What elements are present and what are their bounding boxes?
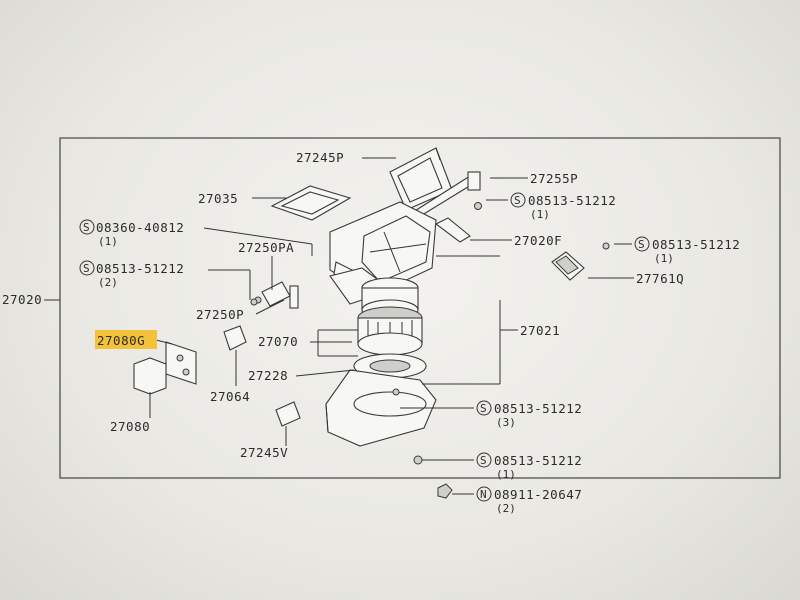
label-27250pa: 27250PA bbox=[238, 240, 294, 255]
svg-text:S: S bbox=[83, 221, 90, 234]
filter-lid-27245p bbox=[389, 147, 453, 211]
svg-text:(3): (3) bbox=[496, 416, 516, 429]
svg-text:(1): (1) bbox=[496, 468, 516, 481]
label-27250p: 27250P bbox=[196, 307, 244, 322]
label-27245v: 27245V bbox=[240, 445, 288, 460]
svg-text:08513-51212: 08513-51212 bbox=[528, 193, 616, 208]
label-27070: 27070 bbox=[258, 334, 298, 349]
svg-text:08911-20647: 08911-20647 bbox=[494, 487, 582, 502]
svg-text:08360-40812: 08360-40812 bbox=[96, 220, 184, 235]
svg-text:08513-51212: 08513-51212 bbox=[494, 453, 582, 468]
screw-c bbox=[392, 388, 400, 396]
connector-27064 bbox=[223, 325, 247, 351]
svg-text:08513-51212: 08513-51212 bbox=[494, 401, 582, 416]
label-27080g: 27080G bbox=[97, 333, 145, 348]
diagram-frame bbox=[59, 137, 781, 479]
bolt-callout-1: S 08360-40812 (1) bbox=[79, 219, 184, 248]
svg-text:08513-51212: 08513-51212 bbox=[652, 237, 740, 252]
highlight-27080g bbox=[95, 330, 157, 349]
lower-case bbox=[325, 369, 437, 447]
svg-text:(1): (1) bbox=[530, 208, 550, 221]
svg-text:N: N bbox=[480, 488, 487, 501]
resistor-27761q bbox=[551, 242, 610, 281]
filter-27035 bbox=[270, 185, 352, 221]
screw-a bbox=[474, 202, 482, 210]
bolt-callout-4: S 08513-51212 (1) bbox=[634, 236, 740, 265]
screw-d bbox=[413, 455, 423, 465]
svg-text:S: S bbox=[480, 454, 487, 467]
bolt-callout-2: S 08513-51212 (2) bbox=[79, 260, 184, 289]
label-27035: 27035 bbox=[198, 191, 238, 206]
clip-27245v bbox=[275, 401, 301, 427]
label-27064: 27064 bbox=[210, 389, 250, 404]
svg-text:S: S bbox=[514, 194, 521, 207]
screw-b bbox=[250, 298, 258, 306]
fan-motor-27070 bbox=[357, 277, 423, 356]
svg-text:S: S bbox=[638, 238, 645, 251]
label-27020f: 27020F bbox=[514, 233, 562, 248]
svg-text:S: S bbox=[83, 262, 90, 275]
label-27021: 27021 bbox=[520, 323, 560, 338]
label-27020: 27020 bbox=[2, 292, 42, 307]
label-27255p: 27255P bbox=[530, 171, 578, 186]
bracket-27020f bbox=[434, 217, 471, 243]
bracket-27080 bbox=[133, 341, 197, 395]
label-27761q: 27761Q bbox=[636, 271, 684, 286]
svg-text:08513-51212: 08513-51212 bbox=[96, 261, 184, 276]
bolt-callout-6: S 08513-51212 (1) bbox=[476, 452, 582, 481]
plate-27228 bbox=[353, 353, 427, 379]
svg-text:(1): (1) bbox=[98, 235, 118, 248]
bolt-callout-5: S 08513-51212 (3) bbox=[476, 400, 582, 429]
label-27080: 27080 bbox=[110, 419, 150, 434]
label-27228: 27228 bbox=[248, 368, 288, 383]
intake-housing bbox=[329, 201, 437, 305]
svg-text:(2): (2) bbox=[98, 276, 118, 289]
label-27245p: 27245P bbox=[296, 150, 344, 165]
nut-callout: N 08911-20647 (2) bbox=[476, 486, 582, 515]
nut bbox=[437, 483, 453, 499]
svg-text:(2): (2) bbox=[496, 502, 516, 515]
svg-text:S: S bbox=[480, 402, 487, 415]
bolt-callout-3: S 08513-51212 (1) bbox=[510, 192, 616, 221]
svg-text:(1): (1) bbox=[654, 252, 674, 265]
